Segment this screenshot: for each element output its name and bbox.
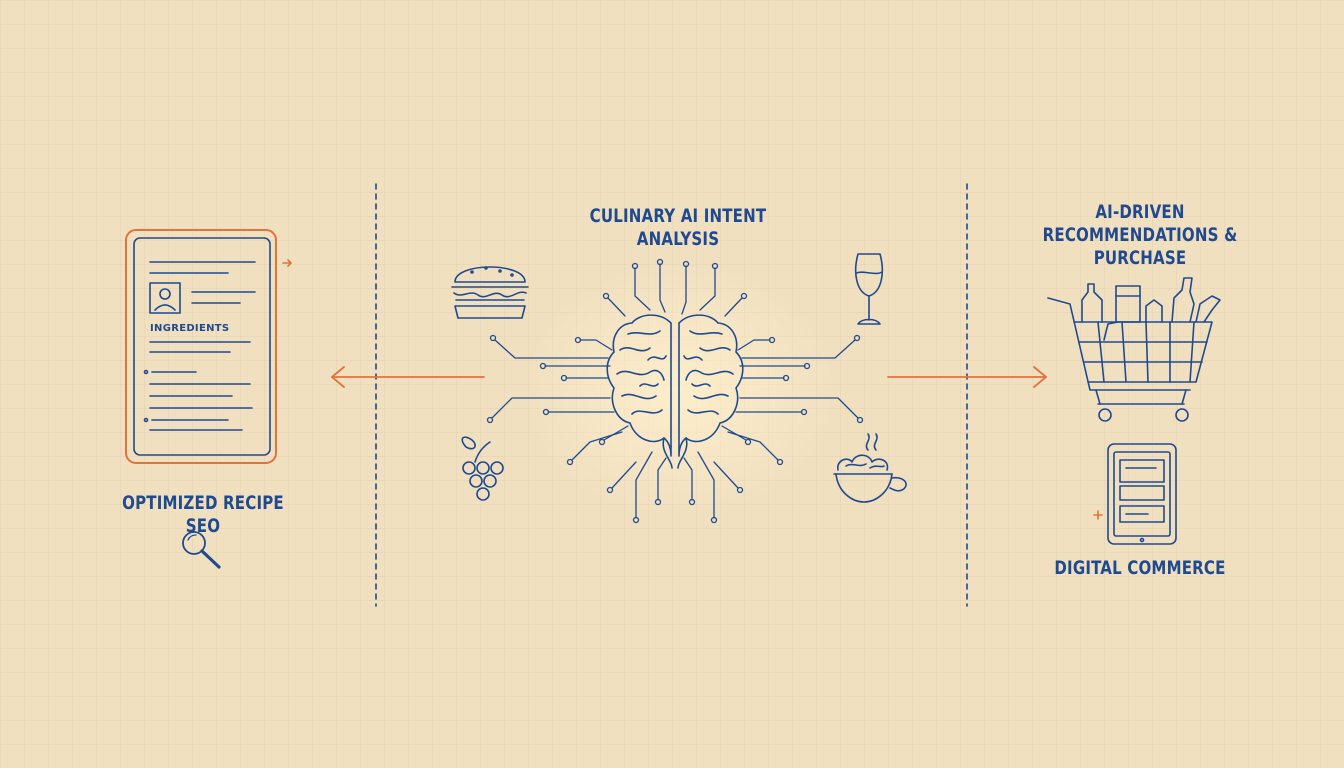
orange-plus-marker xyxy=(1093,510,1103,520)
center-title-line2: ANALYSIS xyxy=(636,228,720,250)
wine-glass-icon xyxy=(854,253,884,325)
right-flow-arrow xyxy=(887,366,1047,388)
brain-icon xyxy=(606,314,744,469)
document-ingredients-heading: INGREDIENTS xyxy=(150,323,230,334)
right-title-line2: RECOMMENDATIONS & PURCHASE xyxy=(1042,224,1238,269)
orange-arrow-marker xyxy=(282,259,292,267)
tablet-icon xyxy=(1107,443,1177,545)
center-title-line1: CULINARY AI INTENT xyxy=(589,205,767,227)
digital-commerce-caption: DIGITAL COMMERCE xyxy=(1054,557,1226,579)
center-section-title: CULINARY AI INTENT ANALYSIS xyxy=(564,205,793,251)
magnifier-icon xyxy=(182,531,221,569)
burger-icon xyxy=(451,266,529,319)
brain-glow xyxy=(520,260,840,520)
left-flow-arrow xyxy=(331,366,485,388)
right-section-title: AI-DRIVEN RECOMMENDATIONS & PURCHASE xyxy=(1008,201,1272,270)
left-section-caption: OPTIMIZED RECIPE SEO xyxy=(122,492,284,537)
recipe-document-icon xyxy=(125,229,277,464)
shopping-cart-icon xyxy=(1047,277,1221,422)
soup-bowl-icon xyxy=(833,433,907,503)
right-title-line1: AI-DRIVEN xyxy=(1095,201,1185,223)
grapes-icon xyxy=(461,436,504,501)
circuit-traces xyxy=(486,258,864,524)
